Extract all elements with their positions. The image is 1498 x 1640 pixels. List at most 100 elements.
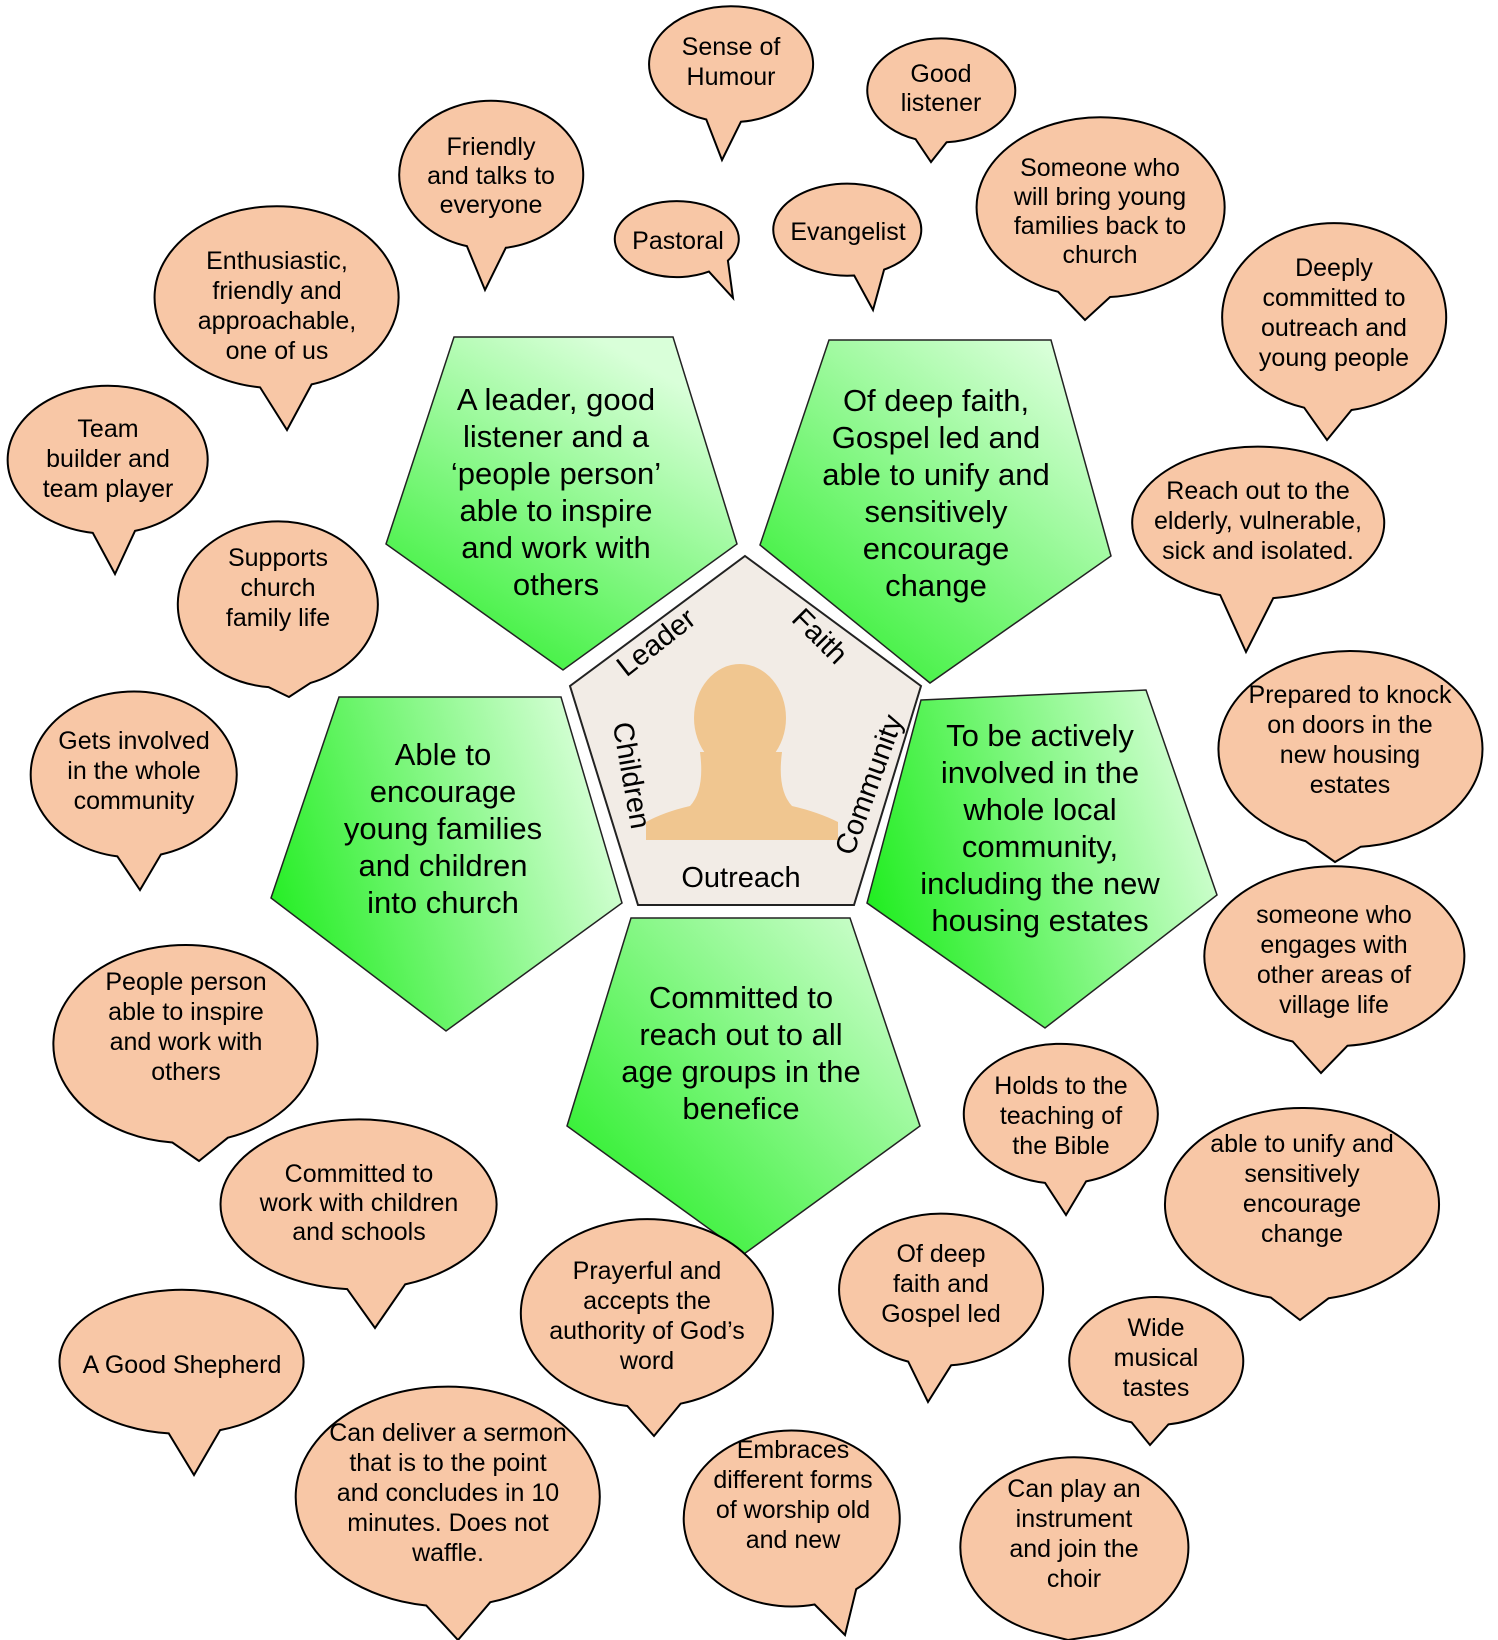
speech-bubble-shape (52, 943, 319, 1163)
text-line: and new (746, 1526, 841, 1554)
speech-bubble-good-shepherd: A Good Shepherd (58, 1288, 305, 1477)
text-line: listener (901, 89, 982, 117)
speech-bubble-shape (294, 1385, 601, 1640)
text-line: builder and (46, 445, 170, 473)
speech-bubble-shape (1068, 1296, 1245, 1447)
speech-bubble-shape (29, 690, 238, 892)
text-line: benefice (682, 1091, 799, 1126)
speech-bubble-text: Evangelist (790, 218, 905, 246)
text-line: everyone (440, 191, 543, 219)
text-line: Can deliver a sermon (329, 1419, 567, 1447)
text-line: faith and (893, 1270, 989, 1298)
text-line: Embraces (737, 1436, 850, 1464)
speech-bubble-text: A Good Shepherd (83, 1351, 282, 1379)
text-line: Someone who (1020, 154, 1180, 182)
text-line: engages with (1260, 931, 1407, 959)
text-line: Deeply (1295, 254, 1373, 282)
text-line: able to inspire (108, 998, 264, 1026)
text-line: in the whole (67, 757, 200, 785)
text-line: approachable, (198, 307, 356, 335)
text-line: instrument (1016, 1505, 1133, 1533)
speech-bubble-shape (58, 1288, 305, 1477)
text-line: Humour (687, 63, 776, 91)
text-line: whole local (962, 792, 1116, 827)
text-line: change (1261, 1220, 1343, 1248)
text-line: Friendly (447, 133, 536, 161)
text-line: outreach and (1261, 314, 1407, 342)
text-line: young people (1259, 344, 1409, 372)
text-line: housing estates (931, 903, 1148, 938)
text-line: team player (43, 475, 174, 503)
text-line: encourage (370, 774, 517, 809)
text-line: sick and isolated. (1162, 537, 1354, 565)
text-line: that is to the point (349, 1449, 546, 1477)
text-line: new housing (1280, 741, 1420, 769)
text-line: listener and a (463, 419, 650, 454)
text-line: and children (359, 848, 528, 883)
speech-bubble-shape (398, 99, 585, 293)
text-line: choir (1047, 1565, 1101, 1593)
text-line: committed to (1262, 284, 1405, 312)
speech-bubble-shape (153, 205, 400, 432)
text-line: and schools (292, 1218, 425, 1246)
speech-bubble-shape (1203, 865, 1466, 1075)
speech-bubble-shape (975, 116, 1226, 322)
text-line: Good (910, 60, 971, 88)
text-line: other areas of (1257, 961, 1411, 989)
speech-bubble-shape (959, 1456, 1190, 1640)
text-line: Prepared to knock (1249, 681, 1452, 709)
speech-bubble-evangelist: Evangelist (772, 182, 923, 313)
text-line: Can play an (1007, 1475, 1140, 1503)
speech-bubble-shape (962, 1042, 1159, 1217)
text-line: Gospel led and (832, 420, 1041, 455)
text-line: different forms (713, 1466, 872, 1494)
text-line: able to unify and (1210, 1130, 1393, 1158)
text-line: someone who (1256, 901, 1412, 929)
text-line: tastes (1123, 1374, 1190, 1402)
text-line: involved in the (941, 755, 1139, 790)
text-line: Gets involved (58, 727, 209, 755)
speech-bubble-shape (772, 182, 923, 313)
text-line: able to inspire (459, 493, 652, 528)
text-line: will bring young (1013, 183, 1186, 211)
speech-bubble-shape (176, 520, 379, 699)
text-line: People person (105, 968, 266, 996)
text-line: Of deep (897, 1240, 986, 1268)
text-line: Supports (228, 544, 328, 572)
text-line: Evangelist (790, 218, 905, 246)
speech-bubble-text: Pastoral (632, 227, 724, 255)
text-line: others (513, 567, 599, 602)
text-line: musical (1114, 1344, 1199, 1372)
text-line: Pastoral (632, 227, 724, 255)
text-line: on doors in the (1267, 711, 1432, 739)
text-line: estates (1310, 771, 1391, 799)
